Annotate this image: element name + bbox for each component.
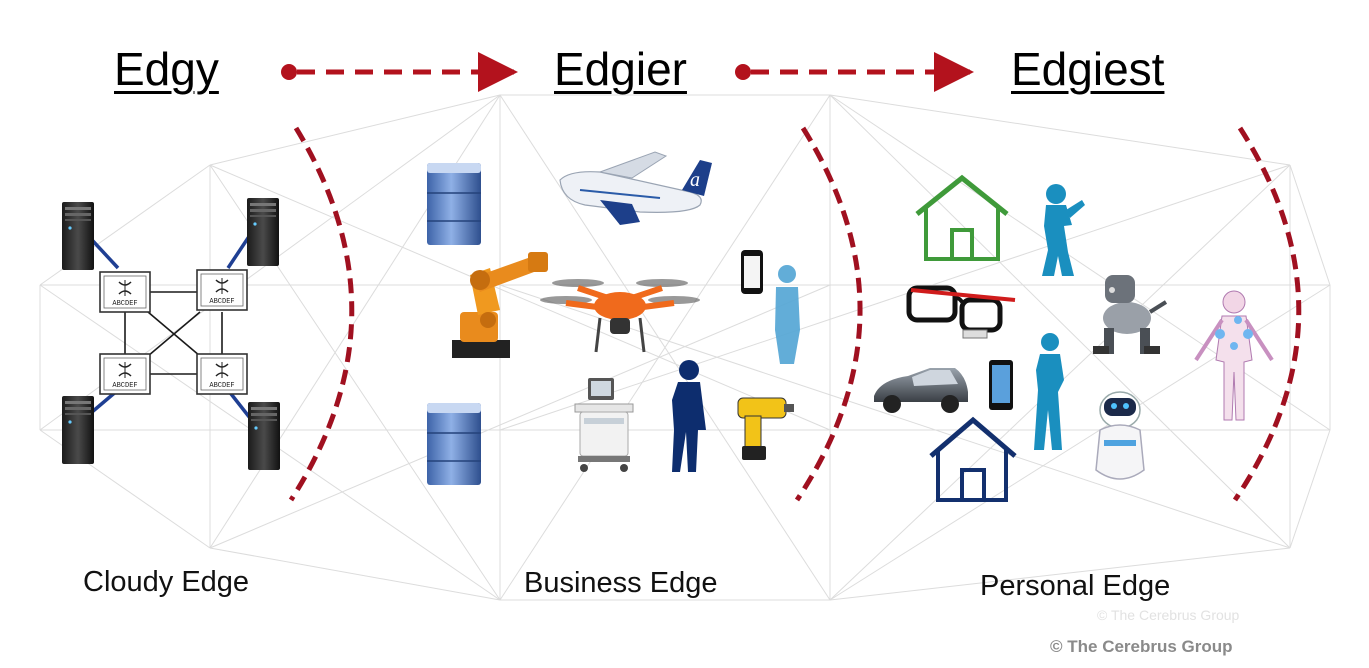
server-tower-icon — [248, 402, 280, 470]
stage-title-edgy: Edgy — [114, 43, 219, 95]
car-icon — [874, 368, 968, 413]
rack-server-icon — [426, 162, 482, 246]
human-anatomy-icon — [1194, 290, 1274, 421]
server-tower-icon — [62, 396, 94, 464]
medical-ultrasound-cart-icon — [574, 378, 634, 472]
drone-icon — [540, 279, 700, 353]
rack-server-icon — [426, 402, 482, 486]
server-tower-icon — [62, 202, 94, 270]
personal-edge-cluster — [874, 174, 1274, 502]
switch-label: ABCDEF — [209, 298, 234, 306]
background-network-mesh — [39, 94, 1331, 601]
stage-title-edgiest: Edgiest — [1011, 43, 1165, 95]
edge-boundary-arc-2 — [794, 126, 863, 502]
person-silhouette-icon — [775, 265, 800, 364]
copyright-watermark: © The Cerebrus Group — [1097, 607, 1240, 623]
network-switch-icon: ABCDEF — [99, 353, 151, 395]
stage-label-business-edge: Business Edge — [524, 567, 718, 599]
house-icon — [929, 416, 1017, 502]
smartphone-icon — [741, 250, 763, 294]
cloudy-edge-cluster: ABCDEF ABCDEF ABCDEF ABCDEF — [62, 198, 280, 470]
switch-label: ABCDEF — [112, 382, 137, 390]
smart-glasses-icon — [906, 285, 1016, 339]
edge-boundary-arc-3 — [1232, 126, 1302, 502]
house-icon — [915, 174, 1009, 261]
network-switch-icon: ABCDEF — [99, 271, 151, 313]
business-edge-cluster: a — [426, 151, 800, 486]
airplane-icon: a — [559, 151, 712, 225]
industrial-robot-arm-icon — [452, 252, 548, 358]
server-tower-icon — [247, 198, 279, 266]
companion-robot-icon — [1095, 391, 1145, 480]
progression-arrow-2 — [735, 52, 974, 92]
tablet-icon — [989, 360, 1013, 410]
progression-arrow-1 — [281, 52, 518, 92]
switch-label: ABCDEF — [112, 300, 137, 308]
stage-label-cloudy-edge: Cloudy Edge — [83, 566, 250, 598]
businesswoman-icon — [1042, 184, 1085, 276]
network-switch-icon: ABCDEF — [196, 269, 248, 311]
edge-boundary-arc-1 — [288, 126, 355, 502]
woman-silhouette-icon — [1034, 333, 1064, 450]
switch-label: ABCDEF — [209, 382, 234, 390]
robot-dog-icon — [1093, 275, 1168, 354]
svg-text:a: a — [690, 169, 700, 191]
power-drill-icon — [737, 397, 794, 460]
stage-title-edgier: Edgier — [554, 43, 687, 95]
network-switch-icon: ABCDEF — [196, 353, 248, 395]
woman-silhouette-icon — [672, 360, 706, 472]
copyright-notice: © The Cerebrus Group — [1050, 637, 1233, 656]
stage-label-personal-edge: Personal Edge — [980, 570, 1171, 602]
